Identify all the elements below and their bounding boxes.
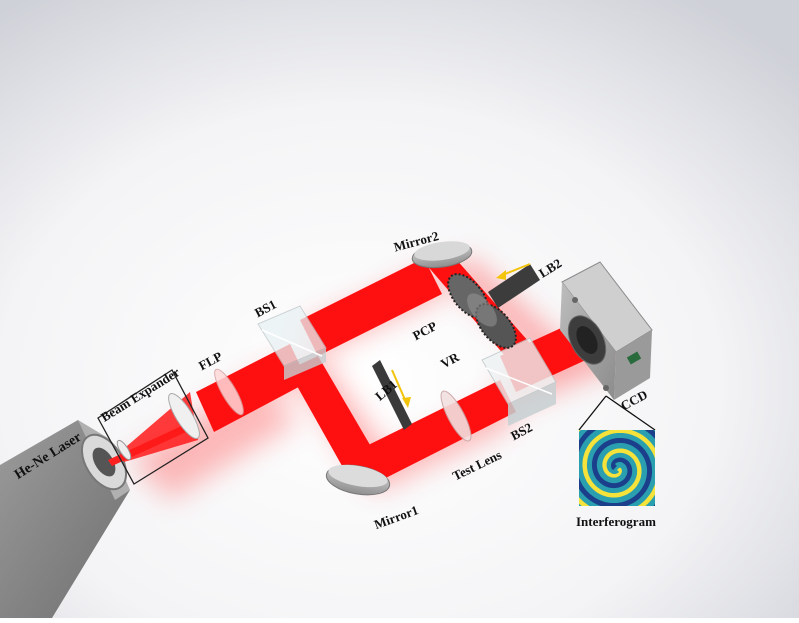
mirror1 (325, 464, 391, 496)
spiral-fringe (579, 430, 655, 506)
beam-expander-box (97, 369, 209, 485)
label-interferogram: Interferogram (576, 514, 656, 529)
yellow-arrow-icon (391, 369, 411, 408)
spiral-fringe (579, 430, 655, 506)
spiral-interferogram (579, 430, 655, 506)
flp-plate (214, 368, 244, 416)
spiral-fringe (579, 430, 655, 506)
lb1-plate (372, 360, 412, 430)
expander-lens-2 (168, 393, 200, 439)
bs1-cube (257, 305, 327, 380)
beam-bs1-mirror2 (300, 258, 442, 356)
mirror2 (411, 241, 473, 269)
beam-to-bs1 (196, 344, 308, 432)
pcp-vr-assembly (447, 273, 517, 349)
lb2-plate (488, 264, 540, 308)
spiral-fringe (579, 430, 655, 506)
expander-lens-1 (116, 439, 132, 461)
beam-bs1-mirror1 (288, 356, 380, 480)
zoom-line-left (578, 395, 607, 431)
yellow-arrow-icon (496, 263, 531, 280)
bs2-cube (481, 337, 557, 426)
test-lens (440, 390, 472, 442)
ccd-camera (560, 261, 653, 400)
zoom-line-right (605, 395, 656, 431)
beam-mirror1-bs2 (350, 380, 516, 488)
